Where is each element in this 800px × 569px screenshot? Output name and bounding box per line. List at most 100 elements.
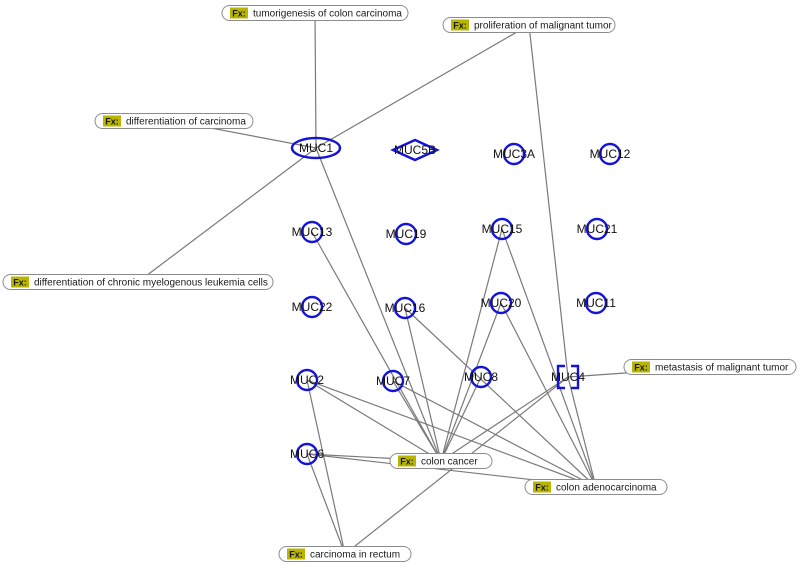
function-pill: [524, 479, 668, 495]
gene-circle-shape: [489, 291, 513, 315]
gene-diamond-shape: [390, 138, 440, 162]
edge-muc8-f-colon-cancer: [440, 376, 482, 462]
gene-circle-shape: [394, 222, 418, 246]
function-label: metastasis of malignant tumor: [655, 363, 789, 374]
fx-tag-label: Fx:: [535, 482, 549, 492]
gene-node-muc21[interactable]: MUC21: [577, 217, 618, 241]
fx-tag: [632, 361, 650, 373]
gene-node-muc6[interactable]: MUC6: [290, 442, 324, 466]
function-pill: [221, 5, 409, 21]
function-node-colon-adeno[interactable]: Fx: colon adenocarcinoma: [524, 479, 668, 495]
edge-muc2-f-rectum: [306, 379, 346, 555]
gene-node-muc5b[interactable]: MUC5B: [390, 138, 440, 162]
gene-label: MUC2: [290, 373, 324, 387]
function-pill: [442, 17, 616, 33]
gene-label: MUC1: [299, 141, 333, 155]
gene-node-muc15[interactable]: MUC15: [482, 217, 523, 241]
gene-label: MUC12: [590, 147, 631, 161]
gene-node-muc1[interactable]: MUC1: [290, 136, 342, 160]
fx-tag: [287, 548, 305, 560]
edge-muc7-f-colon-cancer: [392, 380, 442, 462]
gene-node-muc4[interactable]: MUC4: [551, 364, 585, 390]
function-pill: [278, 546, 412, 562]
gene-circle-shape: [295, 368, 319, 392]
function-node-colon-cancer[interactable]: Fx: colon cancer: [389, 453, 493, 469]
edge-muc2-f-colon-cancer: [306, 379, 442, 462]
edge-muc20-f-colon-adeno: [500, 302, 597, 488]
fx-tag: [533, 481, 551, 493]
gene-label: MUC22: [292, 300, 333, 314]
gene-circle-shape: [300, 220, 324, 244]
fx-tag-label: Fx:: [289, 549, 303, 559]
gene-circle-shape: [502, 142, 526, 166]
edge-muc4-f-colon-adeno: [567, 376, 597, 488]
function-node-rectum[interactable]: Fx: carcinoma in rectum: [278, 546, 412, 562]
gene-circle-shape: [584, 291, 608, 315]
fx-tag-label: Fx:: [453, 20, 467, 30]
gene-circle-shape: [469, 365, 493, 389]
gene-node-muc19[interactable]: MUC19: [386, 222, 427, 246]
fx-tag: [230, 7, 248, 19]
edge-muc15-f-colon-adeno: [501, 228, 597, 488]
gene-circle-shape: [585, 217, 609, 241]
gene-label: MUC8: [464, 370, 498, 384]
function-node-differentiation[interactable]: Fx: differentiation of carcinoma: [94, 113, 254, 129]
gene-node-muc8[interactable]: MUC8: [464, 365, 498, 389]
gene-label: MUC6: [290, 447, 324, 461]
function-node-cml[interactable]: Fx: differentiation of chronic myelogenou…: [2, 274, 274, 290]
gene-label: MUC7: [376, 374, 410, 388]
edge-muc13-f-colon-cancer: [311, 231, 442, 462]
gene-node-muc16[interactable]: MUC16: [385, 296, 426, 320]
function-label: differentiation of chronic myelogenous l…: [34, 278, 268, 289]
function-label: proliferation of malignant tumor: [474, 21, 613, 32]
gene-label: MUC13: [292, 225, 333, 239]
fx-tag-label: Fx:: [634, 362, 648, 372]
gene-node-muc20[interactable]: MUC20: [481, 291, 522, 315]
gene-label: MUC19: [386, 227, 427, 241]
gene-circle-shape: [393, 296, 417, 320]
fx-tag: [451, 19, 469, 31]
edge-muc2-f-colon-adeno: [306, 379, 597, 488]
function-node-metastasis[interactable]: Fx: metastasis of malignant tumor: [623, 359, 797, 375]
gene-label: MUC4: [551, 370, 585, 384]
gene-node-muc11[interactable]: MUC11: [576, 291, 616, 315]
gene-label: MUC21: [577, 222, 618, 236]
function-pill: [623, 359, 797, 375]
edge-muc1-f-proliferation: [315, 24, 530, 149]
fx-tag-label: Fx:: [105, 116, 119, 126]
function-nodes-layer: Fx:tumorigenesis of colon carcinomaFx:pr…: [2, 5, 797, 562]
gene-node-muc3a[interactable]: MUC3A: [493, 142, 535, 166]
function-node-proliferation[interactable]: Fx: proliferation of malignant tumor: [442, 17, 616, 33]
edge-muc1-f-cml: [137, 147, 317, 283]
gene-label: MUC3A: [493, 147, 535, 161]
gene-circle-shape: [490, 217, 514, 241]
gene-node-muc22[interactable]: MUC22: [292, 295, 333, 319]
edge-muc7-f-colon-adeno: [392, 380, 597, 488]
edge-muc6-f-rectum: [306, 453, 346, 555]
function-label: carcinoma in rectum: [310, 550, 400, 561]
function-node-tumorigenesis[interactable]: Fx:tumorigenesis of colon carcinoma: [221, 5, 409, 21]
edge-muc4-f-proliferation: [528, 24, 569, 378]
fx-tag-label: Fx:: [13, 277, 27, 287]
gene-node-muc12[interactable]: MUC12: [590, 142, 631, 166]
gene-circle-shape: [295, 442, 319, 466]
function-label: differentiation of carcinoma: [126, 117, 246, 128]
fx-tag: [398, 455, 416, 467]
function-pill: [94, 113, 254, 129]
gene-node-muc7[interactable]: MUC7: [376, 369, 410, 393]
gene-node-muc13[interactable]: MUC13: [292, 220, 333, 244]
gene-node-muc2[interactable]: MUC2: [290, 368, 324, 392]
gene-ellipse-shape: [290, 136, 342, 160]
gene-label: MUC15: [482, 222, 523, 236]
function-pill: [2, 274, 274, 290]
gene-label: MUC5B: [394, 143, 436, 157]
gene-label: MUC20: [481, 296, 522, 310]
function-label: colon adenocarcinoma: [556, 483, 657, 494]
gene-label: MUC16: [385, 301, 426, 315]
function-label: colon cancer: [421, 457, 478, 468]
fx-tag-label: Fx:: [232, 8, 246, 18]
gene-circle-shape: [300, 295, 324, 319]
fx-tag-label: Fx:: [400, 456, 414, 466]
gene-label: MUC11: [576, 296, 616, 310]
